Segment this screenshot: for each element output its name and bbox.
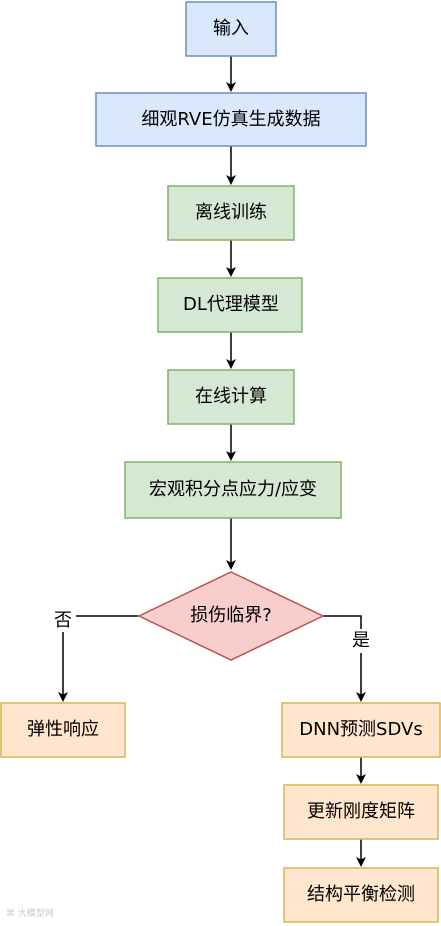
node-input-label: 输入 (213, 18, 249, 39)
edge-label-yes-bg (348, 629, 374, 653)
node-elastic-response-label: 弹性响应 (27, 719, 99, 740)
edge-label-no: 否 (54, 610, 72, 631)
node-elastic-response-box (0, 702, 126, 758)
edge-label-yes: 是 (352, 630, 370, 651)
node-rve-simulation[interactable]: 细观RVE仿真生成数据 (95, 92, 367, 147)
node-macro-stress-strain[interactable]: 宏观积分点应力/应变 (124, 461, 342, 519)
edge-decision-yes (323, 615, 366, 702)
node-structural-check-box (283, 867, 439, 923)
node-dl-surrogate-box (157, 277, 303, 333)
node-elastic-response[interactable]: 弹性响应 (0, 702, 126, 758)
node-structural-check[interactable]: 结构平衡检测 (283, 867, 439, 923)
watermark: ⌘ 大模型网 (6, 906, 54, 919)
node-rve-simulation-label: 细观RVE仿真生成数据 (141, 109, 320, 130)
node-dnn-predict-box (281, 702, 441, 758)
node-online-compute-box (167, 369, 295, 425)
node-rve-simulation-box (95, 92, 367, 147)
node-damage-decision-label: 损伤临界? (190, 605, 272, 626)
node-dl-surrogate[interactable]: DL代理模型 (157, 277, 303, 333)
node-structural-check-label: 结构平衡检测 (307, 884, 415, 905)
node-macro-stress-strain-box (124, 461, 342, 519)
node-input[interactable]: 输入 (185, 1, 277, 57)
node-damage-decision-diamond (137, 571, 325, 661)
node-offline-training-label: 离线训练 (195, 202, 267, 223)
node-online-compute[interactable]: 在线计算 (167, 369, 295, 425)
node-dnn-predict[interactable]: DNN预测SDVs (281, 702, 441, 758)
node-macro-stress-strain-label: 宏观积分点应力/应变 (149, 479, 317, 500)
watermark-text: 大模型网 (17, 909, 54, 919)
node-dl-surrogate-label: DL代理模型 (183, 294, 279, 315)
node-update-stiffness-box (283, 784, 439, 840)
watermark-icon: ⌘ (6, 909, 15, 919)
node-update-stiffness-label: 更新刚度矩阵 (307, 801, 415, 822)
node-damage-decision[interactable]: 损伤临界? (137, 571, 325, 661)
edge-label-no-bg (50, 608, 76, 632)
node-dnn-predict-label: DNN预测SDVs (299, 719, 422, 740)
node-input-box (185, 1, 277, 57)
node-offline-training-box (167, 185, 295, 241)
node-online-compute-label: 在线计算 (195, 386, 267, 407)
node-offline-training[interactable]: 离线训练 (167, 185, 295, 241)
node-update-stiffness[interactable]: 更新刚度矩阵 (283, 784, 439, 840)
